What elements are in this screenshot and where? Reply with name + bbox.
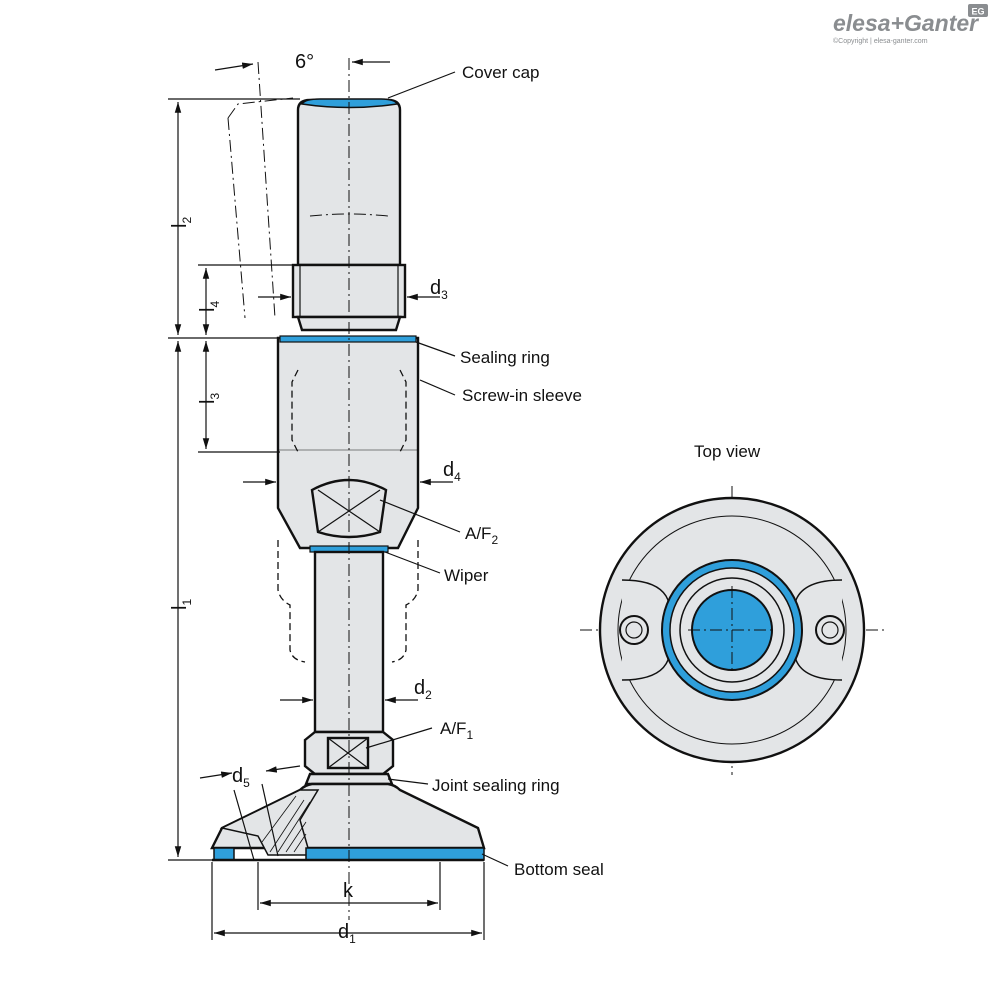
label-screw-in-sleeve: Screw-in sleeve — [462, 386, 582, 405]
top-view: Top view — [580, 442, 885, 775]
brand-logo: elesa+Ganter EG ©Copyright | elesa-gante… — [833, 4, 988, 45]
label-sealing-ring: Sealing ring — [460, 348, 550, 367]
label-af1: A/F1 — [440, 719, 473, 742]
bottom-seal-left — [213, 847, 235, 861]
logo-badge — [968, 4, 988, 17]
dim-l1: l1 — [169, 599, 194, 610]
label-bottom-seal: Bottom seal — [514, 860, 604, 879]
phantom-left — [277, 540, 306, 663]
label-top-view: Top view — [694, 442, 761, 461]
dim-l4: l4 — [197, 301, 222, 312]
label-wiper: Wiper — [444, 566, 489, 585]
logo-badge-text: EG — [971, 7, 984, 17]
dim-l3: l3 — [197, 393, 222, 404]
copyright-text: ©Copyright | elesa-ganter.com — [833, 37, 928, 45]
bottom-seal — [305, 847, 485, 861]
phantom-right — [391, 540, 419, 663]
dim-d2: d2 — [414, 677, 432, 702]
dim-angle: 6° — [295, 51, 314, 73]
dim-l2: l2 — [169, 217, 194, 228]
dim-d4: d4 — [443, 459, 461, 484]
mount-hole-left — [619, 615, 649, 645]
dim-d5: d5 — [232, 765, 250, 790]
dim-d3: d3 — [430, 277, 448, 302]
label-cover-cap: Cover cap — [462, 63, 539, 82]
label-af2: A/F2 — [465, 524, 498, 547]
label-joint-sealing-ring: Joint sealing ring — [432, 776, 560, 795]
tilt-phantom-left — [227, 97, 294, 319]
sealing-ring — [279, 335, 417, 343]
dim-d1: d1 — [338, 921, 356, 946]
logo-text: elesa+Ganter — [833, 10, 979, 36]
mount-hole-right — [815, 615, 845, 645]
callouts: Cover cap Sealing ring Screw-in sleeve A… — [365, 63, 604, 879]
side-view — [210, 58, 486, 920]
dim-k: k — [343, 880, 354, 902]
dimensions: l2 l4 l3 l1 d3 d4 d2 — [168, 51, 485, 946]
